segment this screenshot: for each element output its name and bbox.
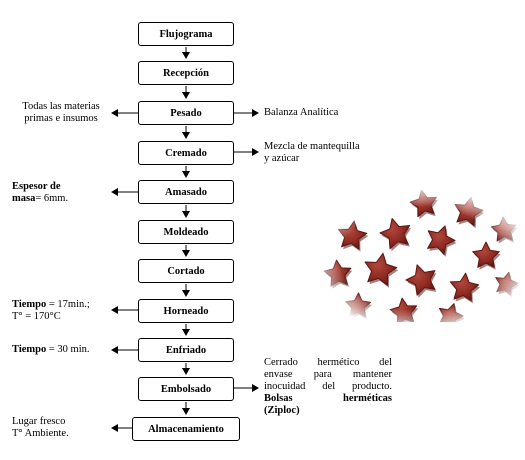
note-almacenamiento-left: Lugar fresco T° Ambiente. xyxy=(12,416,69,440)
note-enfriado-tiempo-value: = 30 min. xyxy=(46,344,90,355)
note-enfriado-left: Tiempo = 30 min. xyxy=(12,344,90,356)
note-pesado-left: Todas las materias primas e insumos xyxy=(12,101,110,125)
note-embolsado-line1: Cerrado hermético del xyxy=(264,357,392,368)
step-cremado: Cremado xyxy=(138,141,234,165)
note-cremado-right: Mezcla de mantequilla y azúcar xyxy=(264,141,360,165)
note-embolsado-bold1: Bolsas herméticas xyxy=(264,393,392,404)
note-almacenamiento-line2: T° Ambiente. xyxy=(12,428,69,439)
step-enfriado: Enfriado xyxy=(138,338,234,362)
note-cremado-right-line2: y azúcar xyxy=(264,153,300,164)
step-moldeado: Moldeado xyxy=(138,220,234,244)
note-embolsado-right: Cerrado hermético del envase para manten… xyxy=(264,357,392,417)
step-pesado: Pesado xyxy=(138,101,234,125)
step-embolsado: Embolsado xyxy=(138,377,234,401)
note-amasado-label1: Espesor de xyxy=(12,181,61,192)
step-cortado: Cortado xyxy=(138,259,234,283)
note-enfriado-tiempo-label: Tiempo xyxy=(12,344,47,355)
note-pesado-right: Balanza Analítica xyxy=(264,107,339,118)
note-embolsado-bold2: (Ziploc) xyxy=(264,405,300,416)
note-almacenamiento-line1: Lugar fresco xyxy=(12,416,66,427)
note-amasado-left: Espesor de masa= 6mm. xyxy=(12,181,68,205)
note-embolsado-line2: envase para mantener xyxy=(264,369,392,380)
note-pesado-left-line1: Todas las materias xyxy=(22,101,100,112)
note-embolsado-line3: inocuidad del producto. xyxy=(264,381,392,392)
note-cremado-right-line1: Mezcla de mantequilla xyxy=(264,141,360,152)
note-horneado-left: Tiempo = 17min.; T° = 170°C xyxy=(12,299,90,323)
note-amasado-label2: masa xyxy=(12,193,36,204)
note-horneado-temp: T° = 170°C xyxy=(12,311,61,322)
note-horneado-tiempo-value: = 17min.; xyxy=(46,299,90,310)
step-almacenamiento: Almacenamiento xyxy=(132,417,240,441)
note-amasado-value: = 6mm. xyxy=(35,193,69,204)
note-horneado-tiempo-label: Tiempo xyxy=(12,299,47,310)
step-recepcion: Recepción xyxy=(138,61,234,85)
note-pesado-left-line2: primas e insumos xyxy=(24,113,98,124)
step-amasado: Amasado xyxy=(138,180,234,204)
star-cookies-photo xyxy=(318,190,522,322)
step-horneado: Horneado xyxy=(138,299,234,323)
step-flujograma: Flujograma xyxy=(138,22,234,46)
